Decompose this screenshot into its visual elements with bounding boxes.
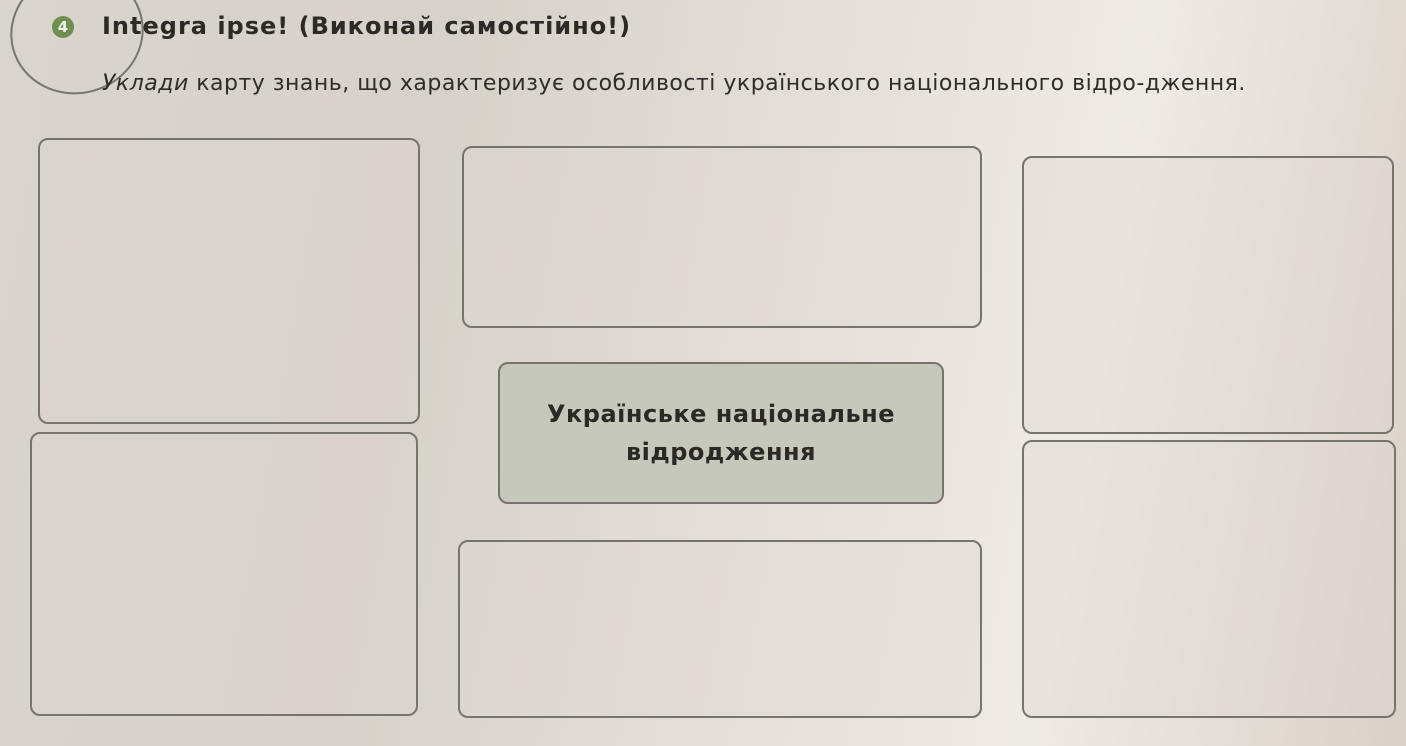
task-title: Integra ipse! (Виконай самостійно!) (102, 12, 632, 40)
answer-box-bottom-right[interactable] (1022, 440, 1396, 718)
task-instruction: Уклади карту знань, що характеризує особ… (102, 68, 1392, 100)
answer-box-bottom-left[interactable] (30, 432, 418, 716)
central-concept-line1: Українське національне (547, 400, 895, 428)
central-concept-box: Українське національне відродження (498, 362, 944, 504)
answer-box-top-right[interactable] (1022, 156, 1394, 434)
instruction-lead: Уклади (102, 71, 189, 96)
task-number-badge: 4 (52, 16, 74, 38)
answer-box-top-center[interactable] (462, 146, 982, 328)
central-concept-line2: відродження (625, 438, 817, 466)
instruction-text: карту знань, що характеризує особливості… (188, 71, 1246, 96)
answer-box-bottom-center[interactable] (458, 540, 982, 718)
answer-box-top-left[interactable] (38, 138, 420, 424)
